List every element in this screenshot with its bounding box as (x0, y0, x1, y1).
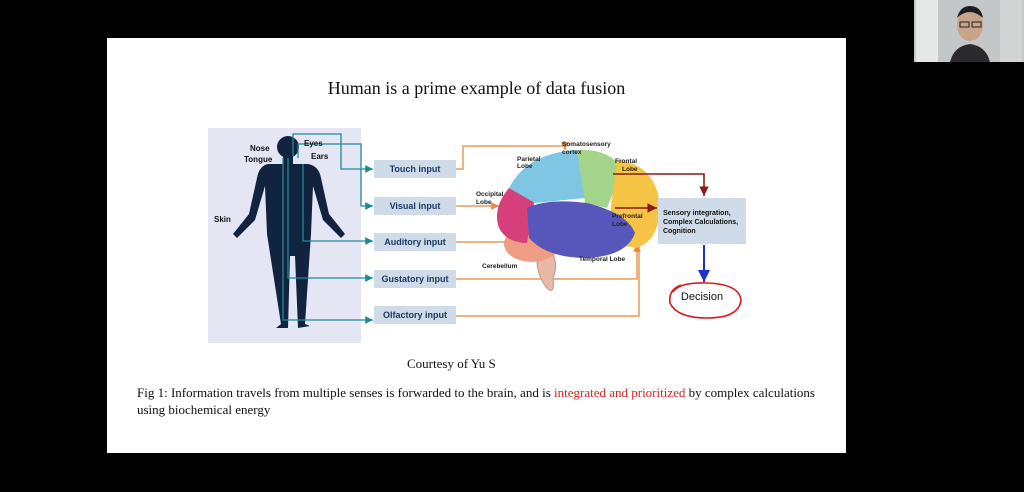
slide: Human is a prime example of data fusion (107, 38, 846, 453)
input-box-auditory (374, 233, 456, 251)
input-box-touch (374, 160, 456, 178)
input-label-olfactory: Olfactory input (383, 310, 447, 320)
courtesy-text: Courtesy of Yu S (407, 356, 496, 371)
input-label-touch: Touch input (390, 164, 441, 174)
label-somatosensory-2: cortex (562, 149, 582, 156)
input-label-gustatory: Gustatory input (382, 274, 449, 284)
decision-label: Decision (681, 291, 723, 303)
label-eyes: Eyes (304, 139, 323, 148)
label-prefrontal-2: Lobe (612, 221, 628, 228)
caption-highlight: integrated and prioritized (554, 385, 686, 400)
integration-box (658, 198, 746, 244)
label-ears: Ears (311, 152, 329, 161)
label-skin: Skin (214, 215, 231, 224)
brain-illustration (496, 149, 660, 291)
label-temporal: Temporal Lobe (579, 256, 625, 263)
slide-title: Human is a prime example of data fusion (327, 78, 626, 98)
input-box-gustatory (374, 270, 456, 288)
input-box-olfactory (374, 306, 456, 324)
caption-text-end: by complex calculations using biochemica… (137, 385, 815, 417)
label-prefrontal: Prefrontal (612, 213, 643, 220)
label-occipital-2: Lobe (476, 199, 492, 206)
integration-line-3: Cognition (663, 228, 696, 235)
label-occipital: Occipital (476, 191, 504, 198)
presenter-video[interactable] (914, 0, 1024, 62)
input-boxes (374, 160, 456, 324)
presenter-avatar (914, 0, 1024, 62)
caption-text-start: Fig 1: Information travels from multiple… (137, 385, 554, 400)
label-cerebellum: Cerebellum (482, 263, 518, 270)
decision-ring (668, 282, 742, 319)
label-parietal-2: Lobe (517, 163, 533, 170)
label-frontal-2: Lobe (622, 166, 638, 173)
integration-line-1: Sensory integration, (663, 210, 731, 217)
input-label-visual: Visual input (390, 201, 441, 211)
label-tongue: Tongue (244, 155, 273, 164)
figure-caption: Fig 1: Information travels from multiple… (137, 384, 817, 418)
label-parietal: Parietal (517, 156, 541, 163)
label-somatosensory: Somatosensory (562, 141, 611, 148)
input-box-visual (374, 197, 456, 215)
label-nose: Nose (250, 144, 270, 153)
integration-line-2: Complex Calculations, (663, 219, 738, 226)
data-fusion-figure: Nose Tongue Eyes Ears Skin Touch input V… (208, 128, 746, 343)
label-frontal: Frontal (615, 158, 637, 165)
input-label-auditory: Auditory input (384, 237, 446, 247)
